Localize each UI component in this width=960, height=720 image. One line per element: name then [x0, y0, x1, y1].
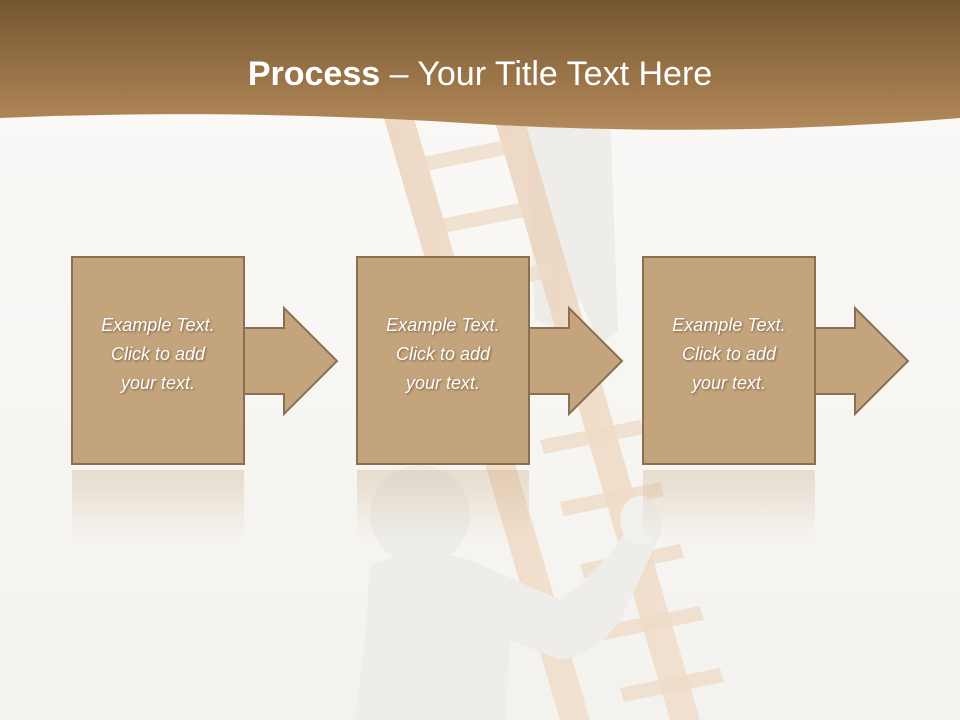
- step-text-line: Example Text.: [672, 315, 786, 335]
- step-text-line: Click to add: [110, 344, 206, 364]
- step-text[interactable]: Example Text. Click to add your text.: [356, 311, 530, 398]
- process-step-3[interactable]: Example Text. Click to add your text.: [642, 256, 912, 546]
- step-text-line: your text.: [691, 373, 767, 393]
- step-text[interactable]: Example Text. Click to add your text.: [642, 311, 816, 398]
- step-shape: [356, 256, 624, 540]
- step-text-line: Example Text.: [101, 315, 215, 335]
- step-shape: [642, 256, 910, 540]
- arrow-right-icon: [814, 305, 910, 417]
- title-bold: Process: [247, 55, 381, 93]
- step-text-line: your text.: [405, 373, 481, 393]
- step-text-line: Click to add: [681, 344, 777, 364]
- title-rest: – Your Title Text Here: [380, 55, 713, 93]
- page-title: Process – Your Title Text Here: [0, 54, 960, 94]
- step-shape: [71, 256, 339, 540]
- process-step-1[interactable]: Example Text. Click to add your text.: [71, 256, 341, 546]
- arrow-right-icon: [243, 305, 339, 417]
- step-text-line: your text.: [120, 373, 196, 393]
- step-text[interactable]: Example Text. Click to add your text.: [71, 311, 245, 398]
- arrow-right-icon: [528, 305, 624, 417]
- step-text-line: Click to add: [395, 344, 491, 364]
- header-band: [0, 0, 960, 130]
- step-text-line: Example Text.: [386, 315, 500, 335]
- process-step-2[interactable]: Example Text. Click to add your text.: [356, 256, 626, 546]
